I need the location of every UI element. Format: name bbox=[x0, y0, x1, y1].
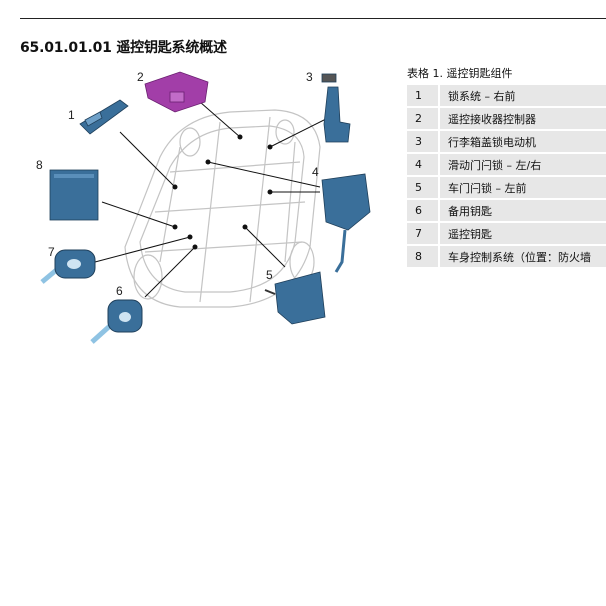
section-title: 65.01.01.01 遥控钥匙系统概述 bbox=[20, 40, 227, 56]
callout-1: 1 bbox=[68, 108, 75, 122]
row-description: 车身控制系统（位置：防火墙 bbox=[440, 246, 606, 267]
top-rule bbox=[20, 18, 606, 19]
body-control-module-component bbox=[49, 169, 99, 221]
sliding-door-latch-component bbox=[321, 173, 371, 273]
row-number: 7 bbox=[407, 223, 440, 244]
trunk-lock-motor-component bbox=[321, 73, 351, 143]
row-number: 1 bbox=[407, 85, 440, 106]
receiver-controller-component bbox=[144, 71, 209, 113]
row-description: 遥控接收器控制器 bbox=[440, 108, 606, 129]
callout-5: 5 bbox=[266, 268, 273, 282]
remote-key-component bbox=[40, 249, 96, 284]
row-number: 6 bbox=[407, 200, 440, 221]
table-caption: 表格 1. 遥控钥匙组件 bbox=[407, 67, 513, 80]
callout-4: 4 bbox=[312, 165, 319, 179]
door-latch-left-front-component bbox=[264, 271, 326, 325]
callout-3: 3 bbox=[306, 70, 313, 84]
row-number: 8 bbox=[407, 246, 440, 267]
row-description: 备用钥匙 bbox=[440, 200, 606, 221]
callout-8: 8 bbox=[36, 158, 43, 172]
front-right-lock-component bbox=[79, 99, 129, 135]
row-description: 车门闩锁 – 左前 bbox=[440, 177, 606, 198]
row-description: 滑动门闩锁 – 左/右 bbox=[440, 154, 606, 175]
callout-7: 7 bbox=[48, 245, 55, 259]
row-number: 3 bbox=[407, 131, 440, 152]
system-diagram: 1 2 3 4 5 6 7 8 bbox=[30, 62, 390, 362]
row-number: 4 bbox=[407, 154, 440, 175]
row-number: 2 bbox=[407, 108, 440, 129]
row-description: 遥控钥匙 bbox=[440, 223, 606, 244]
leader-lines bbox=[94, 101, 331, 298]
callout-6: 6 bbox=[116, 284, 123, 298]
car-diagram-svg bbox=[40, 71, 371, 344]
callout-2: 2 bbox=[137, 70, 144, 84]
row-description: 锁系统 – 右前 bbox=[440, 85, 606, 106]
component-dots bbox=[172, 134, 273, 250]
spare-key-component bbox=[90, 299, 143, 344]
row-description: 行李箱盖锁电动机 bbox=[440, 131, 606, 152]
row-number: 5 bbox=[407, 177, 440, 198]
car-wireframe bbox=[124, 109, 321, 308]
